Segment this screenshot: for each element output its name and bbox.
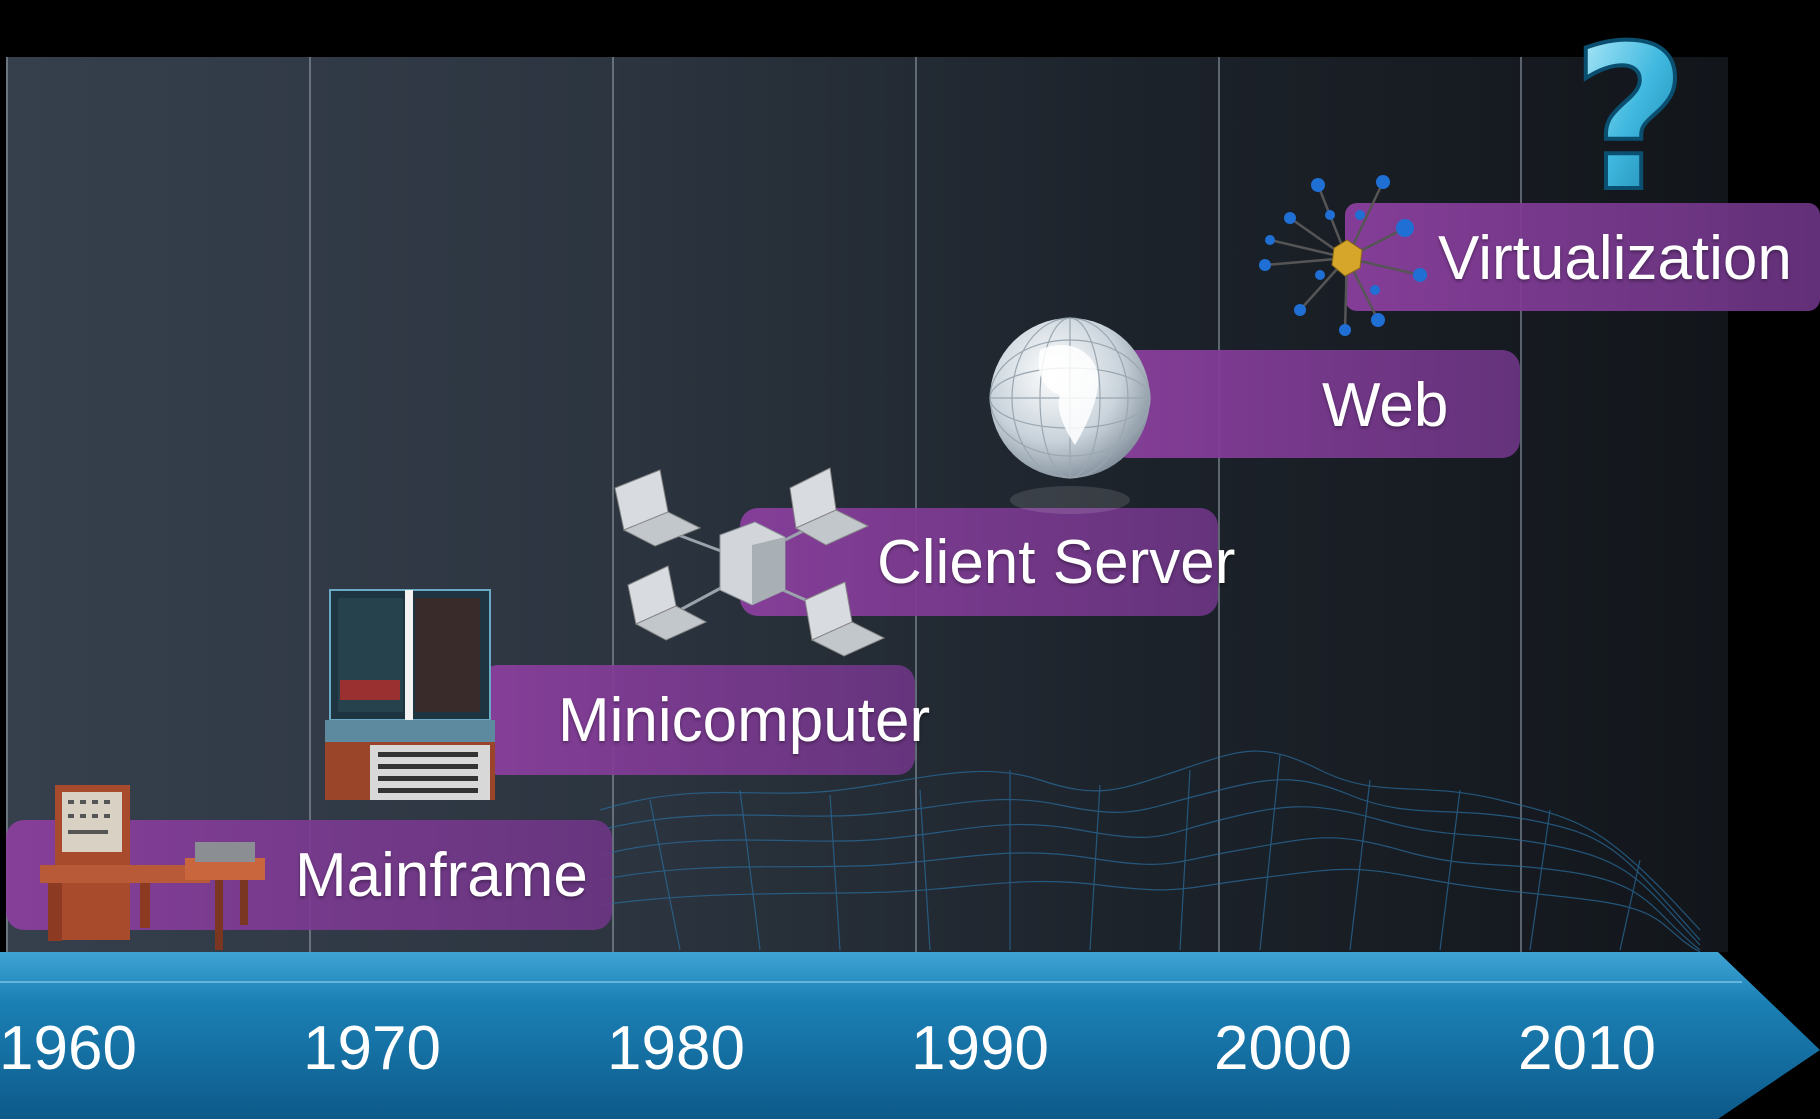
year-label-2000: 2000 (1214, 1014, 1352, 1083)
globe-icon (989, 317, 1151, 514)
minicomputer-icon (325, 589, 495, 800)
virtualization-network-icon (1259, 175, 1427, 336)
era-label-web: Web (1322, 371, 1449, 440)
laptop-icon (804, 581, 886, 657)
laptop-icon (614, 469, 702, 547)
laptop-icon (627, 565, 708, 641)
year-label-1960: 1960 (0, 1014, 137, 1083)
era-bar-virtualization (1345, 203, 1820, 311)
year-label-2010: 2010 (1518, 1014, 1656, 1083)
year-label-1990: 1990 (911, 1014, 1049, 1083)
year-label-1970: 1970 (303, 1014, 441, 1083)
question-mark-icon: ? (1570, 1, 1690, 238)
era-bar-mainframe (6, 820, 612, 930)
wireframe-terrain (599, 750, 1701, 953)
era-label-virtualization: Virtualization (1438, 224, 1792, 293)
decade-gridline (6, 57, 8, 952)
mainframe-icon (40, 785, 265, 950)
era-label-mainframe: Mainframe (295, 841, 588, 910)
decade-gridline (612, 57, 614, 952)
era-bar-client-server (740, 508, 1218, 616)
era-label-minicomputer: Minicomputer (558, 686, 931, 755)
era-label-client-server: Client Server (877, 528, 1236, 597)
svg-text:?: ? (1572, 3, 1688, 236)
decade-gridline (915, 57, 917, 952)
timeline-arrow (0, 952, 1820, 1119)
year-label-1980: 1980 (607, 1014, 745, 1083)
era-bar-minicomputer (480, 665, 915, 775)
decade-gridline (1218, 57, 1220, 952)
decade-gridline (309, 57, 311, 952)
client-server-network-icon (614, 467, 886, 657)
era-bar-web (1110, 350, 1520, 458)
laptop-icon (789, 467, 870, 546)
decade-gridline (1520, 57, 1522, 952)
